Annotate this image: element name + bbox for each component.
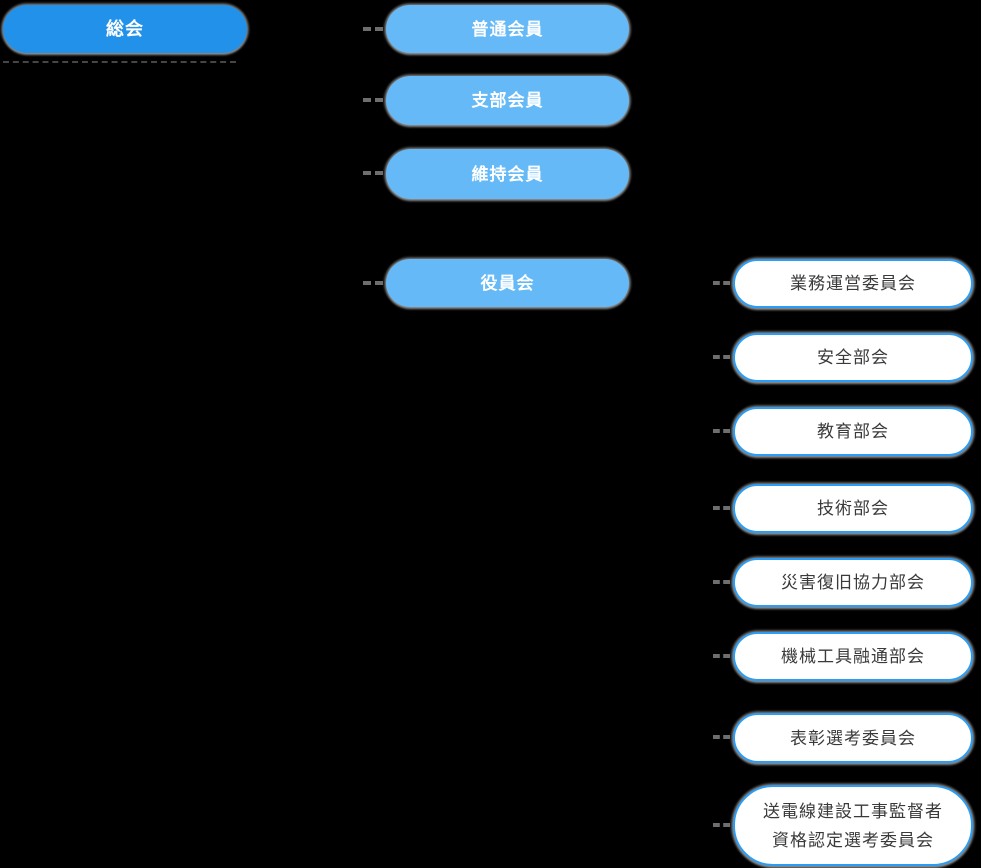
- pill-regular-members: 普通会員: [386, 5, 629, 53]
- pill-general-meeting: 総会: [3, 5, 247, 53]
- pill-education-subcommittee-label: 教育部会: [817, 422, 889, 441]
- pill-transmission-line-supervisor-qualification-committee-label: 送電線建設工事監督者 資格認定選考委員会: [763, 801, 943, 850]
- connector-dash: [363, 27, 383, 31]
- connector-dash: [713, 823, 730, 827]
- pill-board-of-directors: 役員会: [386, 259, 629, 307]
- pill-operations-management-committee: 業務運営委員会: [733, 259, 973, 308]
- pill-disaster-recovery-cooperation-subcommittee: 災害復旧協力部会: [733, 558, 973, 607]
- pill-operations-management-committee-label: 業務運営委員会: [790, 274, 916, 293]
- connector-dash: [363, 281, 383, 285]
- connector-dash: [713, 281, 730, 285]
- pill-machinery-tools-accommodation-subcommittee-label: 機械工具融通部会: [781, 647, 925, 666]
- connector-dash: [713, 355, 730, 359]
- pill-commendation-selection-committee: 表彰選考委員会: [733, 713, 973, 763]
- connector-dash: [363, 171, 383, 175]
- pill-branch-members: 支部会員: [386, 76, 629, 125]
- pill-disaster-recovery-cooperation-subcommittee-label: 災害復旧協力部会: [781, 573, 925, 592]
- pill-transmission-line-supervisor-qualification-committee: 送電線建設工事監督者 資格認定選考委員会: [733, 785, 973, 866]
- connector-dash: [713, 654, 730, 658]
- connector-dash: [713, 506, 730, 510]
- pill-sustaining-members: 維持会員: [386, 149, 629, 199]
- pill-regular-members-label: 普通会員: [471, 19, 544, 39]
- connector-dash: [363, 98, 383, 102]
- pill-safety-subcommittee: 安全部会: [733, 333, 973, 382]
- pill-general-meeting-label: 総会: [106, 18, 144, 39]
- pill-safety-subcommittee-label: 安全部会: [817, 348, 889, 367]
- pill-board-of-directors-label: 役員会: [480, 273, 535, 293]
- pill-machinery-tools-accommodation-subcommittee: 機械工具融通部会: [733, 632, 973, 681]
- pill-technical-subcommittee-label: 技術部会: [817, 499, 889, 518]
- pill-sustaining-members-label: 維持会員: [471, 164, 544, 184]
- pill-education-subcommittee: 教育部会: [733, 407, 973, 456]
- pill-commendation-selection-committee-label: 表彰選考委員会: [790, 728, 916, 748]
- connector-dash: [713, 429, 730, 433]
- pill-branch-members-label: 支部会員: [471, 91, 544, 110]
- dashed-connector-line: [3, 61, 236, 63]
- connector-dash: [713, 580, 730, 584]
- pill-technical-subcommittee: 技術部会: [733, 484, 973, 533]
- connector-dash: [713, 735, 730, 739]
